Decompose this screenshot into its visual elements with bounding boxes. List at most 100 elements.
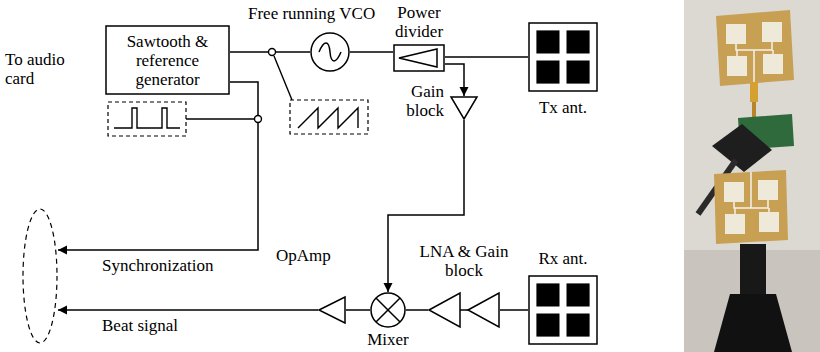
node-heading: To audio card — [5, 50, 71, 88]
opamp-symbol: OpAmp — [318, 296, 346, 324]
mount-clamp — [712, 124, 772, 172]
connector-line — [350, 51, 393, 53]
gain-block: Gain block — [450, 96, 478, 120]
lna-gain-chain: LNA & Gain block — [428, 292, 500, 328]
tx-antenna: Tx ant. — [528, 22, 598, 92]
shape-outline — [318, 296, 346, 324]
probe-point — [255, 116, 262, 123]
amplifier-triangle — [429, 293, 460, 327]
shape-outline — [22, 208, 58, 344]
divider-box — [394, 45, 444, 71]
antenna-photo — [684, 0, 820, 352]
photo-background — [684, 0, 820, 352]
shape-outline — [450, 96, 478, 120]
connector — [500, 310, 528, 311]
connector-line — [406, 309, 428, 311]
shape-outline — [370, 292, 406, 328]
tripod — [714, 294, 792, 352]
mixer-circle — [371, 293, 405, 327]
node-heading: Rx ant. — [518, 249, 608, 268]
connector-line — [445, 64, 464, 96]
probe-point — [269, 49, 276, 56]
audio-card-port: To audio card — [22, 208, 58, 344]
patch-element — [567, 283, 590, 306]
rx-antenna: Rx ant. — [528, 275, 598, 345]
patch-element — [567, 314, 590, 337]
patch-element — [536, 283, 559, 306]
connector-line — [346, 309, 370, 311]
arrow-head — [384, 283, 393, 292]
patch-element — [725, 214, 745, 234]
vco-symbol: Free running VCO — [310, 32, 350, 72]
pcb-antenna — [714, 170, 788, 244]
arrow-head — [460, 87, 469, 96]
connector-line — [500, 309, 528, 311]
node-heading: Tx ant. — [518, 98, 608, 117]
probe-line — [274, 56, 292, 100]
shape-outline — [428, 292, 500, 328]
patch-element — [536, 30, 559, 53]
waveform-inset — [108, 102, 186, 136]
node-heading: Free running VCO — [248, 4, 375, 23]
connector-line — [58, 309, 318, 311]
probe-line — [186, 118, 255, 119]
antenna-outline — [529, 23, 597, 91]
pulse-waveform — [114, 108, 180, 128]
connector-line — [445, 56, 528, 58]
patch-element — [758, 180, 778, 200]
patch-element — [763, 54, 783, 74]
sma-connector — [750, 82, 758, 102]
generator-box: Sawtooth & reference generator — [105, 25, 230, 95]
shape-outline — [393, 44, 445, 72]
patch-element — [727, 56, 747, 76]
mixer-cross — [376, 298, 400, 322]
amplifier-triangle — [451, 97, 477, 119]
cable — [752, 102, 756, 118]
waveform-inset — [290, 100, 368, 134]
shape-outline — [310, 32, 350, 72]
connector — [58, 82, 258, 255]
arrow-head — [58, 306, 67, 315]
tripod-head — [740, 244, 766, 294]
node-heading: Mixer — [353, 330, 423, 349]
oscillator-circle — [311, 33, 349, 71]
signal-label: Synchronization — [100, 256, 215, 275]
node-heading: OpAmp — [276, 246, 331, 265]
node-heading: Power divider — [384, 3, 454, 41]
shape-outline — [528, 275, 598, 345]
patch-element — [567, 30, 590, 53]
amplifier-triangle — [319, 297, 345, 323]
patch-element — [726, 24, 746, 44]
feed-trace — [734, 172, 769, 214]
pcb-antenna — [716, 10, 794, 86]
mixer-symbol: Mixer — [370, 292, 406, 328]
connector-line — [58, 82, 258, 250]
connector — [346, 310, 370, 311]
sine-symbol — [319, 43, 341, 61]
arrow-head — [58, 246, 67, 255]
node-heading: LNA & Gain block — [414, 242, 514, 280]
antenna-outline — [529, 276, 597, 344]
connector — [445, 64, 469, 96]
box-label: Sawtooth & reference generator — [112, 32, 223, 89]
node-heading: Gain block — [392, 82, 444, 120]
sawtooth-waveform — [298, 108, 358, 128]
dashed-ellipse — [23, 209, 57, 343]
patch-element — [567, 61, 590, 84]
box-outline — [106, 26, 229, 94]
amplifier-triangle — [468, 293, 499, 327]
connector — [406, 310, 428, 311]
connector — [58, 306, 318, 315]
connector — [350, 52, 393, 53]
shape-outline — [528, 22, 598, 92]
patch-element — [724, 182, 744, 202]
signal-label: Beat signal — [100, 316, 180, 335]
patch-element — [762, 22, 782, 42]
patch-element — [536, 314, 559, 337]
patch-element — [759, 212, 779, 232]
feed-trace — [736, 42, 773, 82]
connector — [445, 57, 528, 58]
patch-element — [536, 61, 559, 84]
mixer-cross — [376, 298, 400, 322]
